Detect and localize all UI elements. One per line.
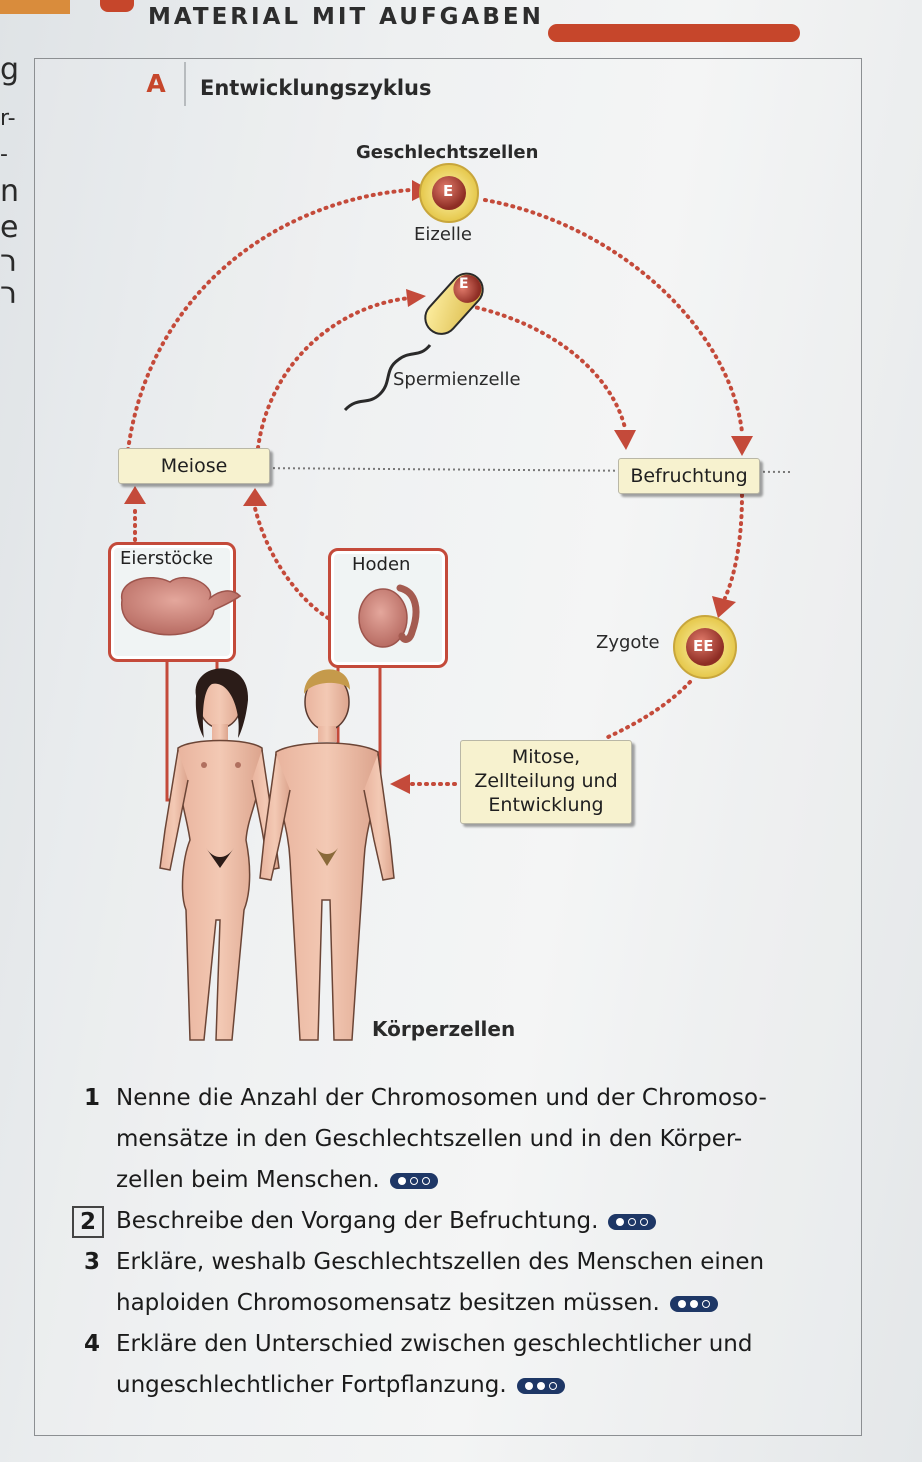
page-header-title: MATERIAL MIT AUFGABEN [148,4,544,30]
task-text-line: ungeschlechtlicher Fortpflanzung. [116,1365,840,1406]
label-eierstoecke: Eierstöcke [120,548,214,569]
task-number: 1 [84,1085,101,1111]
egg-symbol: E [443,182,454,200]
margin-letter: g [0,52,20,87]
label-meiose: Meiose [118,448,270,484]
margin-letter: ר [0,244,17,279]
ovary-icon [120,576,242,636]
section-badge: A [128,62,186,106]
task-text-line: Beschreibe den Vorgang der Befruchtung. [116,1201,840,1242]
task-number: 4 [84,1331,101,1357]
arrowhead [614,430,636,450]
cycle-path-outer [483,198,744,434]
label-befruchtung: Befruchtung [618,458,760,494]
margin-letter: e [0,210,19,245]
cycle-path-right [604,680,692,740]
label-mitose-line: Entwicklung [488,794,604,816]
label-zygote: Zygote [596,632,660,653]
sperm-tail [343,344,432,412]
difficulty-badge [669,1295,718,1312]
margin-letter: ר [0,276,17,311]
arrowhead [390,774,410,794]
task-text-line: Erkläre den Unterschied zwischen geschle… [116,1331,753,1357]
arrowhead [712,596,736,618]
task-text-line: haploiden Chromosomensatz besitzen müsse… [116,1283,840,1324]
label-mitose: Mitose, Zellteilung und Entwicklung [460,740,632,824]
label-eizelle: Eizelle [414,224,472,245]
task-text-line: zellen beim Menschen. [116,1167,380,1193]
task-item: 1 Nenne die Anzahl der Chromosomen und d… [80,1078,840,1201]
header-decoration [100,0,134,12]
label-mitose-line: Zellteilung und [474,770,618,792]
difficulty-badge [608,1213,657,1230]
task-number: 3 [84,1249,101,1275]
task-item: 3 Erkläre, weshalb Geschlechtszellen des… [80,1242,840,1324]
task-text-line: ungeschlechtlicher Fortpflanzung. [116,1372,507,1398]
header-decoration [548,24,800,42]
arrowhead [406,289,426,307]
task-text-line: Erkläre, weshalb Geschlechtszellen des M… [116,1249,765,1275]
man-figure [259,669,395,1041]
cycle-path-inner [256,296,412,450]
cycle-path-outer [126,188,412,452]
label-mitose-line: Mitose, [511,746,581,768]
task-text-line: Nenne die Anzahl der Chromosomen und der… [116,1085,767,1111]
sperm-symbol: E [459,276,469,292]
zygote-symbol: EE [693,637,714,655]
zygote-nucleus [686,628,724,666]
difficulty-badge [516,1377,565,1394]
task-item: 4 Erkläre den Unterschied zwischen gesch… [80,1324,840,1406]
arrowhead [731,436,753,456]
egg-nucleus [432,176,466,210]
arrowhead [243,488,267,506]
cycle-path-inner [468,304,627,430]
cycle-path-organ [253,506,330,620]
sperm-nucleus [453,274,482,303]
task-number: 2 [72,1206,105,1238]
label-geschlechtszellen: Geschlechtszellen [356,142,539,163]
difficulty-badge [389,1172,438,1189]
margin-letter: - [0,142,8,167]
label-spermienzelle: Spermienzelle [393,369,521,390]
testis-icon [358,588,408,648]
section-title: Entwicklungszyklus [200,76,432,100]
task-item: 2 Beschreibe den Vorgang der Befruchtung… [72,1201,840,1242]
margin-letter: n [0,174,20,209]
margin-letter: r- [0,106,16,131]
task-text-line: Beschreibe den Vorgang der Befruchtung. [116,1208,599,1234]
label-hoden: Hoden [352,554,411,575]
header-decoration [0,0,70,14]
epididymis-icon [396,584,420,643]
cycle-path-right [723,493,744,600]
task-text-line: mensätze in den Geschlechtszellen und in… [116,1126,743,1152]
task-text-line: haploiden Chromosomensatz besitzen müsse… [116,1290,660,1316]
label-koerperzellen: Körperzellen [372,1017,516,1041]
arrowhead [124,486,146,504]
task-list: 1 Nenne die Anzahl der Chromosomen und d… [72,1078,840,1406]
task-text-line: zellen beim Menschen. [116,1160,840,1201]
